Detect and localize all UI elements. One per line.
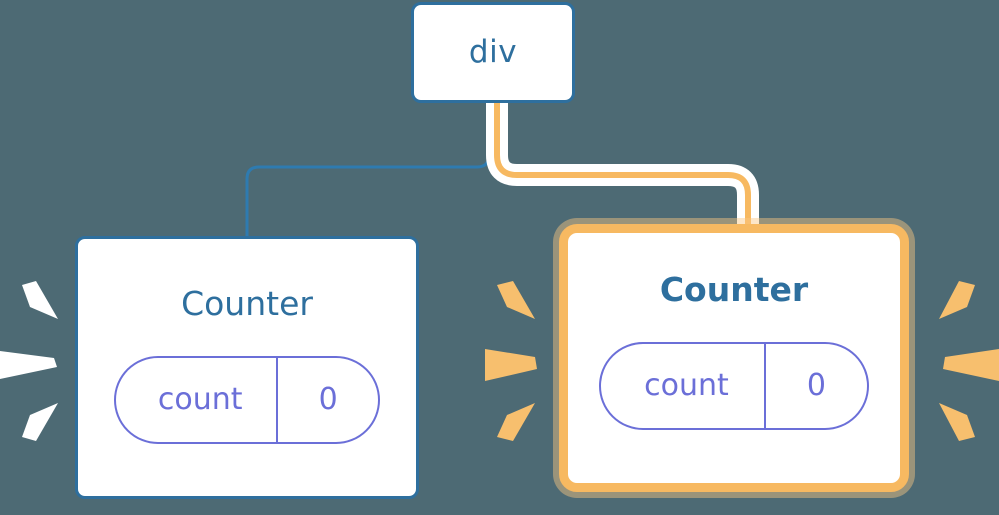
edge-div-to-counter-right <box>494 103 751 240</box>
edge-div-to-counter-right-halo <box>486 103 759 240</box>
counter-left-state-pill: count 0 <box>114 356 380 444</box>
node-counter-right[interactable]: Counter count 0 <box>559 224 909 492</box>
counter-left-body: Counter count 0 <box>78 239 416 496</box>
counter-left-title: Counter <box>181 284 313 323</box>
counter-right-state-pill: count 0 <box>599 342 869 430</box>
counter-left-state-value: 0 <box>318 382 338 417</box>
node-counter-left[interactable]: Counter count 0 <box>75 236 419 499</box>
counter-right-state-value: 0 <box>806 368 826 403</box>
edge-div-to-counter-left <box>245 101 491 238</box>
counter-right-body: Counter count 0 <box>568 233 900 483</box>
node-div[interactable]: div <box>411 2 575 103</box>
node-div-label: div <box>468 34 518 70</box>
counter-left-state-key: count <box>116 358 279 442</box>
counter-right-title: Counter <box>659 270 809 309</box>
counter-right-state-key: count <box>601 344 766 428</box>
